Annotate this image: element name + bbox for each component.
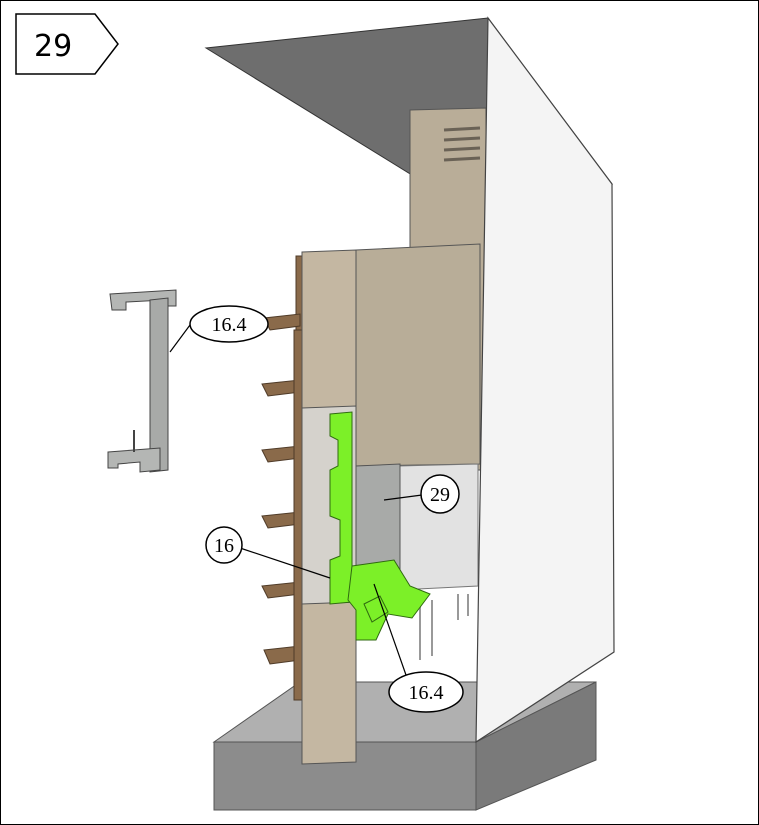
support-legs — [419, 594, 469, 660]
detached-bracket — [107, 289, 177, 473]
callout-label: 16 — [214, 535, 234, 557]
vent-slots — [443, 126, 481, 162]
callout-bracket-top: 16.4 — [169, 305, 269, 353]
callout-label: 29 — [430, 484, 450, 506]
chevron-arrow-icon — [15, 13, 119, 75]
cabinet-side-wall — [475, 16, 615, 744]
green-brackets — [329, 411, 431, 641]
callout-bracket-16: 16 — [205, 526, 331, 579]
step-number: 29 — [34, 29, 72, 64]
callout-label: 16.4 — [212, 314, 247, 336]
callout-label: 16.4 — [409, 682, 444, 704]
upper-tan-box — [355, 243, 481, 467]
step-badge: 29 — [15, 13, 119, 75]
callout-panel-29: 29 — [383, 474, 460, 514]
callout-bracket-bottom: 16.4 — [373, 583, 464, 713]
